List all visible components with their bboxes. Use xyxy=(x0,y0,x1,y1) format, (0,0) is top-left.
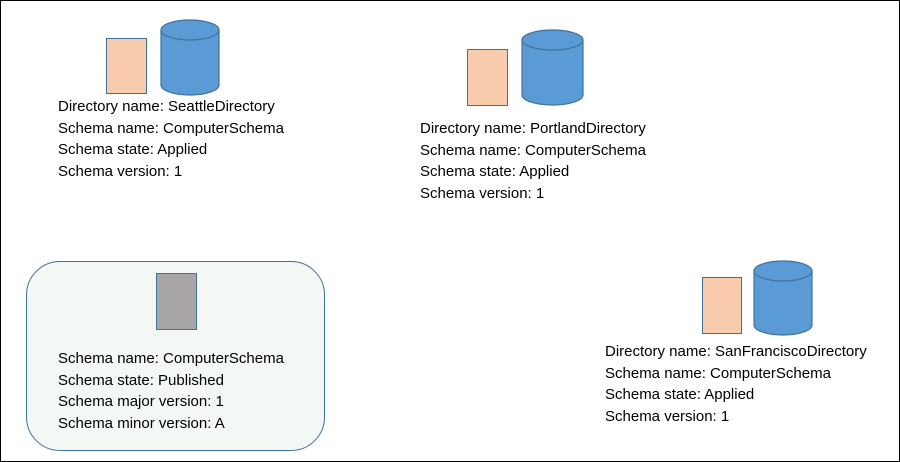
portland-directory-name: Directory name: PortlandDirectory xyxy=(420,120,646,137)
portland-directory-info: Directory name: PortlandDirectory Schema… xyxy=(420,118,646,204)
published-schema-state: Schema state: Published xyxy=(58,371,224,389)
sanfrancisco-schema-version: Schema version: 1 xyxy=(605,407,730,425)
sanfrancisco-directory-info: Directory name: SanFranciscoDirectory Sc… xyxy=(605,341,867,427)
seattle-schema-name: Schema name: ComputerSchema xyxy=(58,119,284,137)
published-schema-minor-version: Schema minor version: A xyxy=(58,414,225,432)
portland-directory-database-icon xyxy=(521,29,584,106)
sanfrancisco-schema-state: Schema state: Applied xyxy=(605,386,755,403)
published-schema-document-icon xyxy=(156,273,197,330)
seattle-directory-info: Directory name: SeattleDirectory Schema … xyxy=(58,96,284,182)
sanfrancisco-schema-name: Schema name: ComputerSchema xyxy=(605,364,831,382)
published-schema-major-version: Schema major version: 1 xyxy=(58,393,224,410)
seattle-schema-state: Schema state: Applied xyxy=(58,141,208,158)
portland-schema-document-icon xyxy=(467,49,508,106)
published-schema-info: Schema name: ComputerSchema Schema state… xyxy=(58,348,284,434)
sanfrancisco-directory-database-icon xyxy=(753,260,813,336)
seattle-directory-name: Directory name: SeattleDirectory xyxy=(58,98,275,115)
published-schema-name: Schema name: ComputerSchema xyxy=(58,350,284,367)
portland-schema-name: Schema name: ComputerSchema xyxy=(420,141,646,159)
seattle-directory-database-icon xyxy=(160,19,220,96)
portland-schema-state: Schema state: Applied xyxy=(420,163,570,180)
sanfrancisco-schema-document-icon xyxy=(702,277,742,334)
sanfrancisco-directory-name: Directory name: SanFranciscoDirectory xyxy=(605,343,867,360)
seattle-schema-document-icon xyxy=(106,38,147,94)
portland-schema-version: Schema version: 1 xyxy=(420,184,545,202)
seattle-schema-version: Schema version: 1 xyxy=(58,162,183,180)
